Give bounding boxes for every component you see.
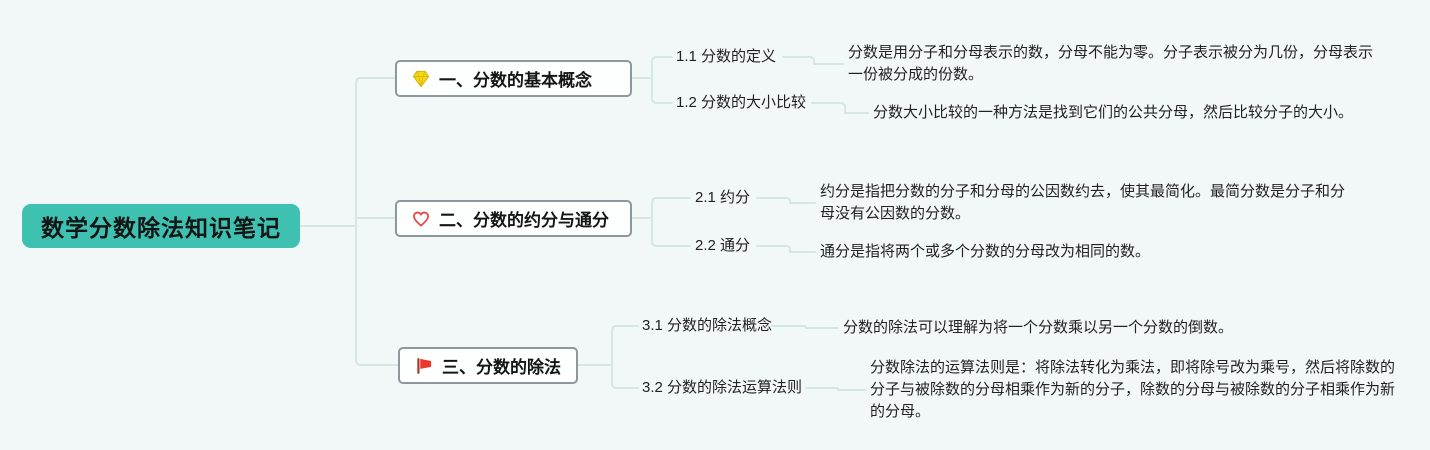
connector-trunk [355, 77, 399, 366]
connector-note-2-2 [756, 245, 816, 253]
connector-note-2-1 [756, 197, 816, 204]
branch-topic-division[interactable]: 三、分数的除法 [398, 347, 578, 384]
gem-icon [411, 69, 431, 89]
branch-topic-label: 二、分数的约分与通分 [439, 211, 609, 230]
note-3-2[interactable]: 分数除法的运算法则是：将除法转化为乘法，即将除号改为乘号，然后将除数的分子与被除… [870, 359, 1396, 420]
connector-note-3-2 [805, 387, 866, 391]
subtopic-1-1[interactable]: 1.1 分数的定义 [676, 48, 777, 65]
subtopic-3-1[interactable]: 3.1 分数的除法概念 [642, 317, 773, 334]
branch-topic-basic-concepts[interactable]: 一、分数的基本概念 [395, 60, 632, 97]
branch-topic-reduce-common[interactable]: 二、分数的约分与通分 [395, 200, 632, 237]
branch-topic-label: 三、分数的除法 [442, 358, 561, 377]
heart-icon [411, 209, 431, 229]
connector-note-1-2 [811, 102, 869, 114]
connector-note-3-1 [771, 325, 839, 329]
connector-b2-children [651, 197, 691, 247]
subtopic-2-2[interactable]: 2.2 通分 [695, 237, 751, 254]
flag-icon [414, 356, 434, 376]
branch-topic-label: 一、分数的基本概念 [439, 71, 592, 90]
root-topic[interactable]: 数学分数除法知识笔记 [22, 204, 300, 248]
note-1-1[interactable]: 分数是用分子和分母表示的数，分母不能为零。分子表示被分为几份，分母表示一份被分成… [848, 44, 1374, 83]
root-topic-label: 数学分数除法知识笔记 [41, 215, 281, 241]
subtopic-2-1[interactable]: 2.1 约分 [695, 189, 751, 206]
note-2-1[interactable]: 约分是指把分数的分子和分母的公因数约去，使其最简化。最简分数是分子和分母没有公因… [820, 183, 1346, 222]
subtopic-1-2[interactable]: 1.2 分数的大小比较 [676, 94, 807, 111]
subtopic-3-2[interactable]: 3.2 分数的除法运算法则 [642, 379, 803, 396]
connector-b1-children [651, 56, 673, 104]
note-2-2[interactable]: 通分是指将两个或多个分数的分母改为相同的数。 [820, 243, 1151, 260]
note-3-1[interactable]: 分数的除法可以理解为将一个分数乘以另一个分数的倒数。 [843, 319, 1234, 336]
connector-b3-children [611, 325, 639, 389]
note-1-2[interactable]: 分数大小比较的一种方法是找到它们的公共分母，然后比较分子的大小。 [873, 104, 1354, 121]
connector-note-1-1 [782, 56, 844, 65]
